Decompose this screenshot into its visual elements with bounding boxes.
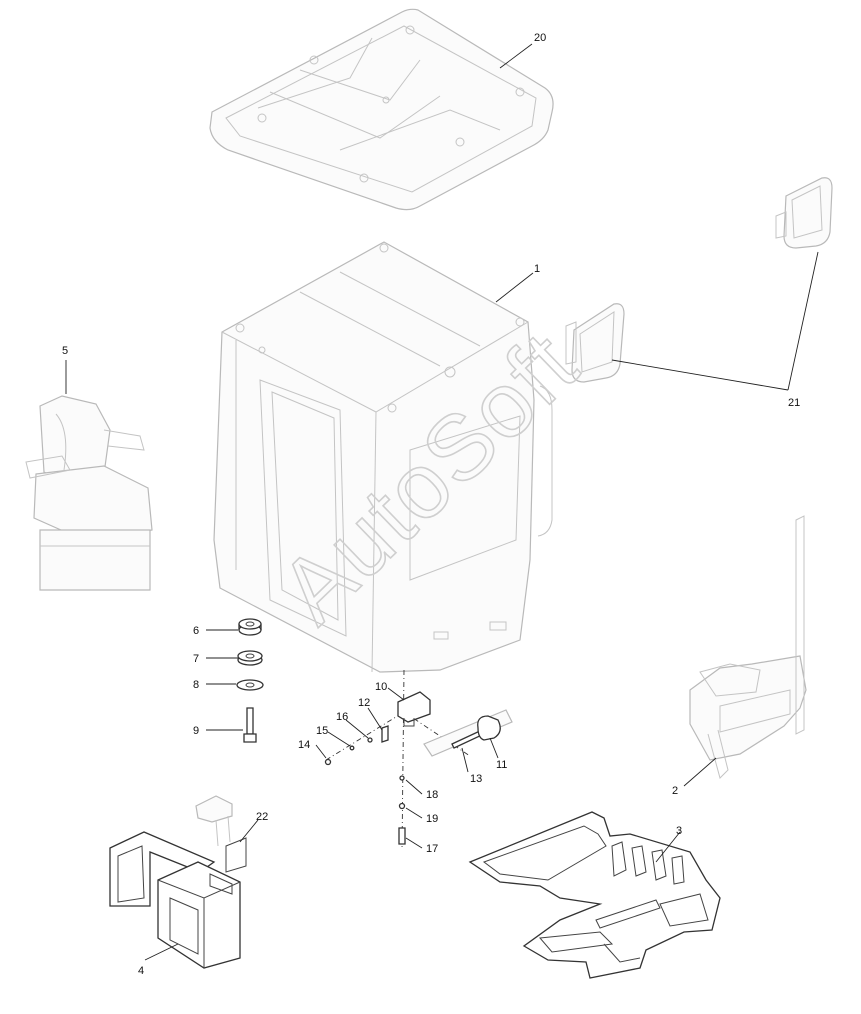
callout-9: 9	[193, 725, 199, 737]
callout-2: 2	[672, 785, 678, 797]
roof-cover	[209, 8, 554, 211]
callout-6: 6	[193, 625, 199, 637]
callout-7: 7	[193, 653, 199, 665]
callout-1: 1	[534, 263, 540, 275]
callout-15: 15	[316, 725, 328, 737]
pin-hardware	[324, 669, 513, 851]
callout-14: 14	[298, 739, 310, 751]
callout-19: 19	[426, 813, 438, 825]
leader-lines	[65, 43, 819, 961]
callout-5: 5	[62, 345, 68, 357]
callout-18: 18	[426, 789, 438, 801]
mirror-assembly	[565, 177, 833, 383]
callout-22: 22	[256, 811, 268, 823]
callout-17: 17	[426, 843, 438, 855]
side-console	[689, 515, 807, 779]
cab-mount-hardware	[236, 618, 264, 743]
operator-cab	[213, 241, 553, 673]
storage-box	[109, 795, 247, 969]
callout-20: 20	[534, 32, 546, 44]
callout-12: 12	[358, 697, 370, 709]
callout-10: 10	[375, 681, 387, 693]
callout-13: 13	[470, 773, 482, 785]
callout-21: 21	[788, 397, 800, 409]
callout-3: 3	[676, 825, 682, 837]
floor-mat	[468, 811, 721, 979]
callout-4: 4	[138, 965, 144, 977]
operator-seat	[25, 395, 153, 591]
callout-16: 16	[336, 711, 348, 723]
callout-labels: 20 1 21 5 6 7 8 9 10 11 12 13 14 15 16 1…	[62, 32, 800, 977]
callout-8: 8	[193, 679, 199, 691]
callout-11: 11	[496, 759, 507, 771]
